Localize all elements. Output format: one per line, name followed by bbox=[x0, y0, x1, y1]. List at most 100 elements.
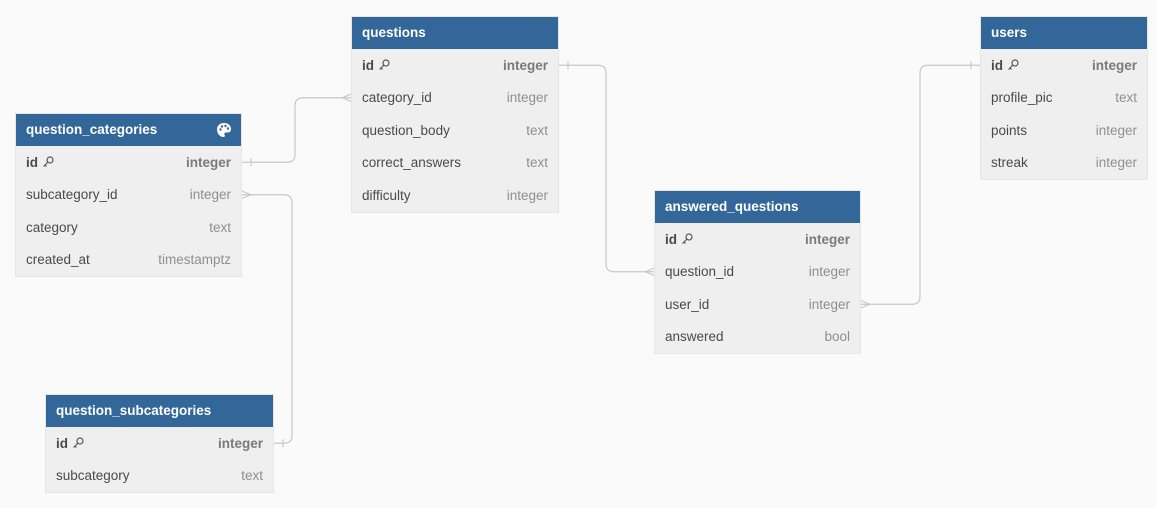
column-name: difficulty bbox=[362, 188, 411, 203]
column-name-text: id bbox=[26, 154, 38, 170]
column-name-text: difficulty bbox=[362, 187, 411, 203]
table-title: answered_questions bbox=[665, 199, 799, 214]
column-row[interactable]: points integer bbox=[981, 114, 1147, 147]
column-type: integer bbox=[217, 435, 263, 451]
column-name: answered bbox=[665, 329, 724, 344]
column-row[interactable]: profile_pic text bbox=[981, 82, 1147, 115]
column-row[interactable]: subcategory_id integer bbox=[16, 179, 241, 212]
table-header[interactable]: answered_questions bbox=[655, 191, 860, 223]
relationship-line bbox=[241, 97, 352, 163]
column-type: integer bbox=[1091, 57, 1137, 73]
column-name: id bbox=[991, 58, 1019, 73]
column-name: category_id bbox=[362, 90, 432, 105]
column-name-text: id bbox=[991, 57, 1003, 73]
table-title: questions bbox=[362, 25, 426, 40]
column-name-text: streak bbox=[991, 155, 1028, 171]
column-name: id bbox=[56, 436, 84, 451]
column-name-text: created_at bbox=[26, 252, 90, 268]
key-icon bbox=[73, 437, 84, 448]
column-type: text bbox=[1115, 90, 1137, 106]
column-type: integer bbox=[1095, 155, 1137, 171]
table-header[interactable]: question_subcategories bbox=[46, 395, 273, 427]
palette-icon[interactable] bbox=[216, 122, 232, 138]
column-row[interactable]: id integer bbox=[655, 223, 860, 256]
column-row[interactable]: id integer bbox=[981, 49, 1147, 82]
many-marker bbox=[341, 93, 353, 103]
column-name: user_id bbox=[665, 297, 709, 312]
relationship-line bbox=[558, 64, 655, 273]
column-type: text bbox=[526, 155, 548, 171]
column-type: integer bbox=[506, 187, 548, 203]
column-type: integer bbox=[1095, 122, 1137, 138]
table-header[interactable]: questions bbox=[352, 17, 558, 49]
table-title: question_subcategories bbox=[56, 403, 212, 418]
column-row[interactable]: question_id integer bbox=[655, 256, 860, 289]
column-name: id bbox=[665, 232, 693, 247]
column-name-text: user_id bbox=[665, 296, 710, 312]
table-users[interactable]: users id integer profile_pic text points integ… bbox=[981, 17, 1147, 179]
key-icon bbox=[379, 59, 390, 70]
column-name-text: category_id bbox=[362, 90, 432, 106]
column-type: integer bbox=[506, 90, 548, 106]
many-marker bbox=[644, 267, 656, 277]
column-row[interactable]: correct_answers text bbox=[352, 147, 558, 180]
column-name-text: answered bbox=[665, 329, 724, 345]
column-name: question_id bbox=[665, 264, 734, 279]
column-row[interactable]: user_id integer bbox=[655, 288, 860, 321]
column-row[interactable]: category_id integer bbox=[352, 82, 558, 115]
column-type: integer bbox=[189, 187, 231, 203]
column-name: subcategory bbox=[56, 468, 130, 483]
column-name-text: category bbox=[26, 219, 78, 235]
column-name-text: subcategory bbox=[56, 468, 130, 484]
column-type: integer bbox=[804, 231, 850, 247]
column-name: category bbox=[26, 220, 78, 235]
column-name: profile_pic bbox=[991, 90, 1053, 105]
many-marker bbox=[240, 190, 252, 200]
column-name: id bbox=[26, 155, 54, 170]
column-type: integer bbox=[808, 264, 850, 280]
key-icon bbox=[682, 233, 693, 244]
column-name: subcategory_id bbox=[26, 187, 118, 202]
column-name-text: subcategory_id bbox=[26, 187, 118, 203]
column-type: text bbox=[526, 122, 548, 138]
column-name-text: id bbox=[56, 435, 68, 451]
column-type: integer bbox=[808, 296, 850, 312]
column-row[interactable]: id integer bbox=[16, 146, 241, 179]
column-row[interactable]: id integer bbox=[46, 427, 273, 460]
column-row[interactable]: difficulty integer bbox=[352, 179, 558, 212]
column-row[interactable]: streak integer bbox=[981, 147, 1147, 180]
column-type: integer bbox=[502, 57, 548, 73]
column-name: id bbox=[362, 58, 390, 73]
column-row[interactable]: subcategory text bbox=[46, 460, 273, 493]
column-type: text bbox=[241, 468, 263, 484]
column-name-text: correct_answers bbox=[362, 155, 462, 171]
column-name-text: profile_pic bbox=[991, 90, 1053, 106]
column-name: points bbox=[991, 123, 1027, 138]
column-row[interactable]: created_at timestamptz bbox=[16, 244, 241, 277]
column-name-text: question_id bbox=[665, 264, 735, 280]
column-name-text: id bbox=[362, 57, 374, 73]
column-name-text: points bbox=[991, 122, 1028, 138]
many-marker bbox=[859, 299, 871, 309]
column-row[interactable]: question_body text bbox=[352, 114, 558, 147]
key-icon bbox=[43, 156, 54, 167]
column-type: integer bbox=[185, 154, 231, 170]
table-header[interactable]: question_categories bbox=[16, 114, 241, 146]
table-header[interactable]: users bbox=[981, 17, 1147, 49]
column-row[interactable]: id integer bbox=[352, 49, 558, 82]
relationship-line bbox=[860, 64, 981, 305]
column-name: streak bbox=[991, 155, 1028, 170]
table-title: users bbox=[991, 25, 1028, 40]
column-name: created_at bbox=[26, 252, 90, 267]
column-name-text: id bbox=[665, 231, 677, 247]
column-name-text: question_body bbox=[362, 122, 450, 138]
column-type: timestamptz bbox=[158, 252, 231, 268]
column-name: question_body bbox=[362, 123, 450, 138]
